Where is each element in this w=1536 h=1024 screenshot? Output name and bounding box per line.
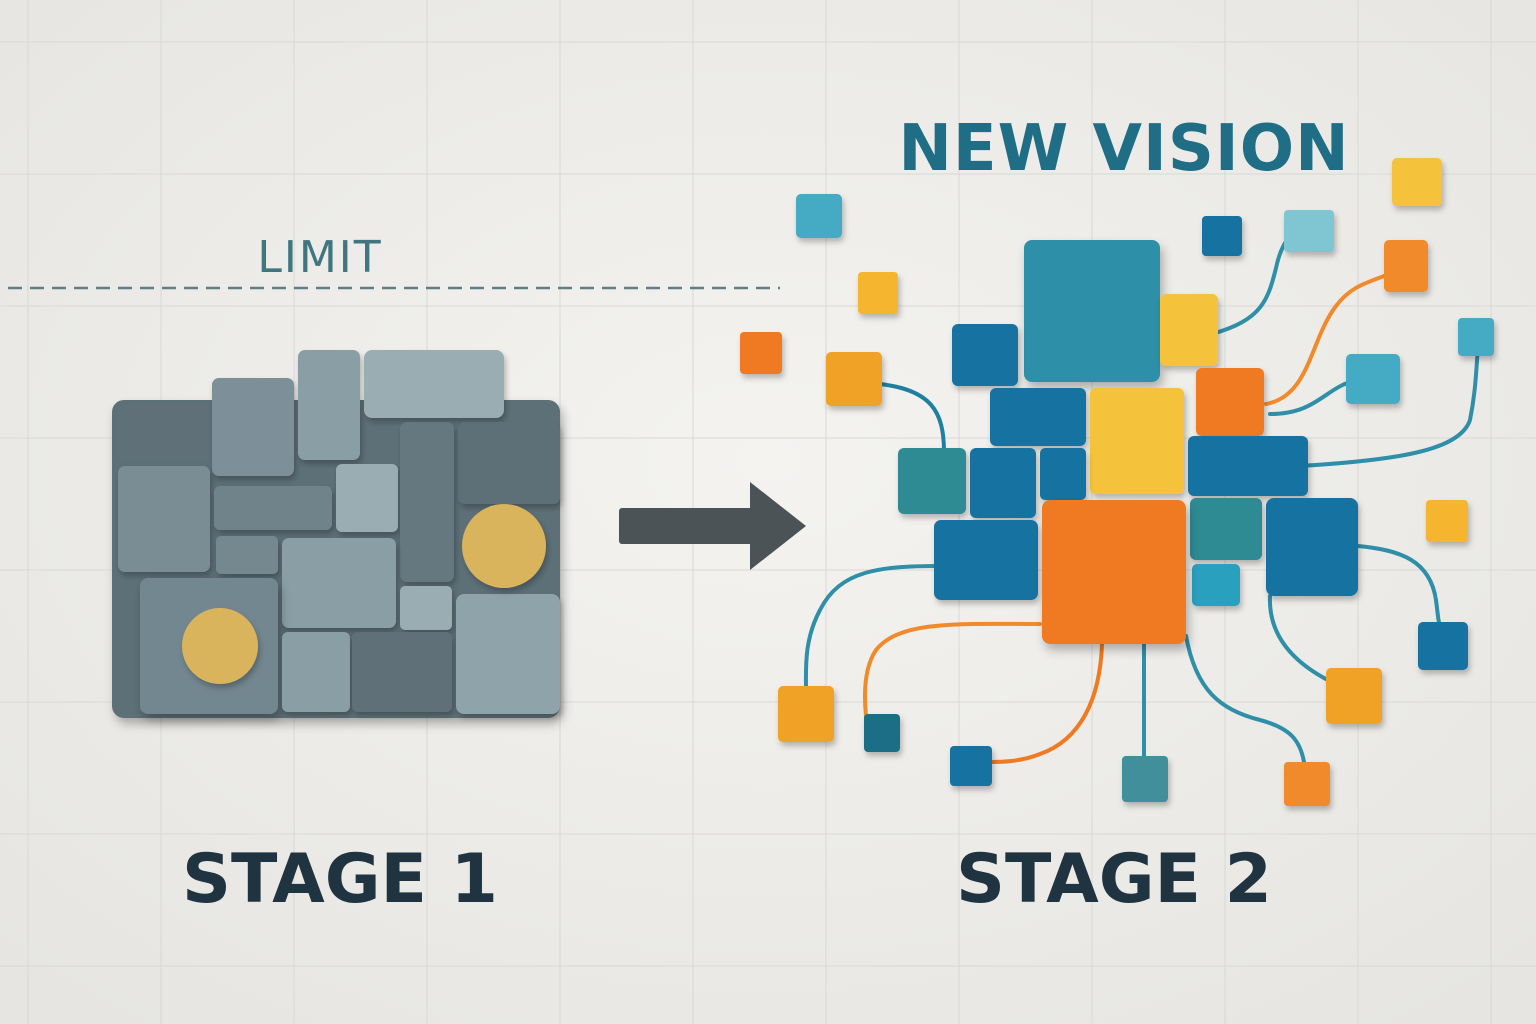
satellite-square [1346,354,1400,404]
stage2-block [970,448,1036,518]
stage1-block [364,350,504,418]
new-vision-title: NEW VISION [898,112,1349,186]
stage1-block [212,378,294,476]
stage2-label: STAGE 2 [956,840,1272,919]
stage2-block [1192,564,1240,606]
stage2-block [1024,240,1160,382]
stage1-block [282,632,350,712]
satellite-square [778,686,834,742]
stage1-block [456,594,560,714]
stage2-block [1090,388,1184,494]
satellite-square [1384,240,1428,292]
stage1-block [458,422,560,504]
stage2-block [934,520,1038,600]
satellite-square [1426,500,1468,542]
stage1-block [282,538,396,628]
satellite-square [1284,762,1330,806]
stage2-block [1042,500,1186,644]
satellite-square [1458,318,1494,356]
stage2-block [1040,448,1086,500]
stage1-block [298,350,360,460]
stage2-block [990,388,1086,446]
satellite-square [740,332,782,374]
stage2-block-cluster [898,240,1358,644]
stage2-satellite-squares [740,158,1494,806]
stage1-block-cluster [112,350,560,718]
satellite-square [864,714,900,752]
satellite-square [1392,158,1442,206]
stage1-block [118,404,212,462]
stage1-block [400,422,454,582]
stage2-block [1160,294,1218,366]
satellite-square [950,746,992,786]
stage1-block [400,586,452,630]
satellite-square [1122,756,1168,802]
stage1-gold-circle [182,608,258,684]
stage2-block [1190,498,1262,560]
satellite-square [796,194,842,238]
satellite-square [1326,668,1382,724]
satellite-square [1202,216,1242,256]
stage1-gold-circle [462,504,546,588]
satellite-square [1418,622,1468,670]
satellite-square [826,352,882,406]
stage2-block [1188,436,1308,496]
stage2-block [898,448,966,514]
stage2-block [1196,368,1264,436]
transition-arrow-icon [619,482,806,570]
stage1-block [352,632,452,712]
stage1-block [216,536,278,574]
stage1-block [214,486,332,530]
stage1-label: STAGE 1 [182,840,498,919]
stage1-block [118,466,210,572]
stage2-block [1266,498,1358,596]
stage2-block [952,324,1018,386]
stage1-block [336,464,398,532]
satellite-square [1284,210,1334,252]
satellite-square [858,272,898,314]
limit-label: LIMIT [257,232,382,283]
